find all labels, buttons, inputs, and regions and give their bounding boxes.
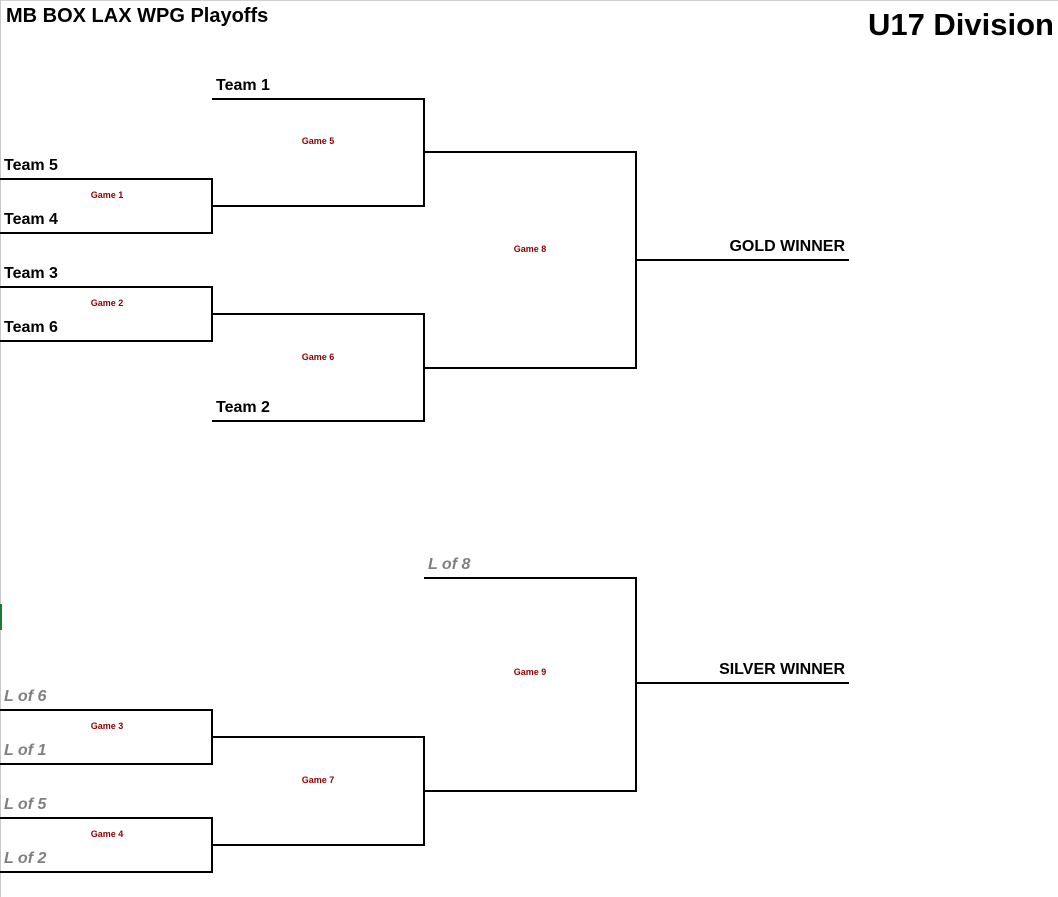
team-label-l-of-2: L of 2 bbox=[4, 850, 47, 867]
sheet-top-border bbox=[0, 0, 1058, 1]
team-label-team-2: Team 2 bbox=[216, 399, 270, 416]
team-label-team-1: Team 1 bbox=[216, 77, 270, 94]
game-7-bottom-line bbox=[212, 844, 425, 846]
silver-winner-label: SILVER WINNER bbox=[719, 661, 845, 678]
team-label-team-5: Team 5 bbox=[4, 157, 58, 174]
row-marker bbox=[0, 604, 2, 630]
game-label-game-5: Game 5 bbox=[301, 136, 335, 146]
game-3-top-line bbox=[0, 709, 213, 711]
team-label-team-3: Team 3 bbox=[4, 265, 58, 282]
division-title: U17 Division bbox=[867, 7, 1054, 42]
team-label-team-6: Team 6 bbox=[4, 319, 58, 336]
game-label-game-9: Game 9 bbox=[513, 667, 547, 677]
game-label-game-6: Game 6 bbox=[301, 352, 335, 362]
page-title: MB BOX LAX WPG Playoffs bbox=[6, 5, 269, 27]
team-label-l-of-1: L of 1 bbox=[4, 742, 47, 759]
gold-winner-line bbox=[636, 259, 849, 261]
game-label-game-2: Game 2 bbox=[90, 298, 124, 308]
game-4-top-line bbox=[0, 817, 213, 819]
game-1-top-line bbox=[0, 178, 213, 180]
game-6-top-line bbox=[212, 313, 425, 315]
team-label-l-of-6: L of 6 bbox=[4, 688, 47, 705]
game-1-bottom-line bbox=[0, 232, 213, 234]
team-label-l-of-5: L of 5 bbox=[4, 796, 47, 813]
game-label-game-7: Game 7 bbox=[301, 775, 335, 785]
game-label-game-1: Game 1 bbox=[90, 190, 124, 200]
game-2-bottom-line bbox=[0, 340, 213, 342]
team-label-team-4: Team 4 bbox=[4, 211, 58, 228]
game-8-top-line bbox=[424, 151, 637, 153]
game-7-top-line bbox=[212, 736, 425, 738]
game-9-top-line bbox=[424, 577, 637, 579]
game-8-bottom-line bbox=[424, 367, 637, 369]
game-label-game-3: Game 3 bbox=[90, 721, 124, 731]
game-label-game-4: Game 4 bbox=[90, 829, 124, 839]
game-6-bottom-line bbox=[212, 420, 425, 422]
game-5-top-line bbox=[212, 98, 425, 100]
game-label-game-8: Game 8 bbox=[513, 244, 547, 254]
game-5-bottom-line bbox=[212, 205, 425, 207]
gold-winner-label: GOLD WINNER bbox=[729, 238, 845, 255]
game-4-bottom-line bbox=[0, 871, 213, 873]
game-3-bottom-line bbox=[0, 763, 213, 765]
game-9-connector bbox=[635, 577, 637, 792]
silver-winner-line bbox=[636, 682, 849, 684]
game-2-top-line bbox=[0, 286, 213, 288]
sheet-left-border bbox=[0, 0, 1, 897]
game-9-bottom-line bbox=[424, 790, 637, 792]
team-label-l-of-8: L of 8 bbox=[428, 556, 471, 573]
